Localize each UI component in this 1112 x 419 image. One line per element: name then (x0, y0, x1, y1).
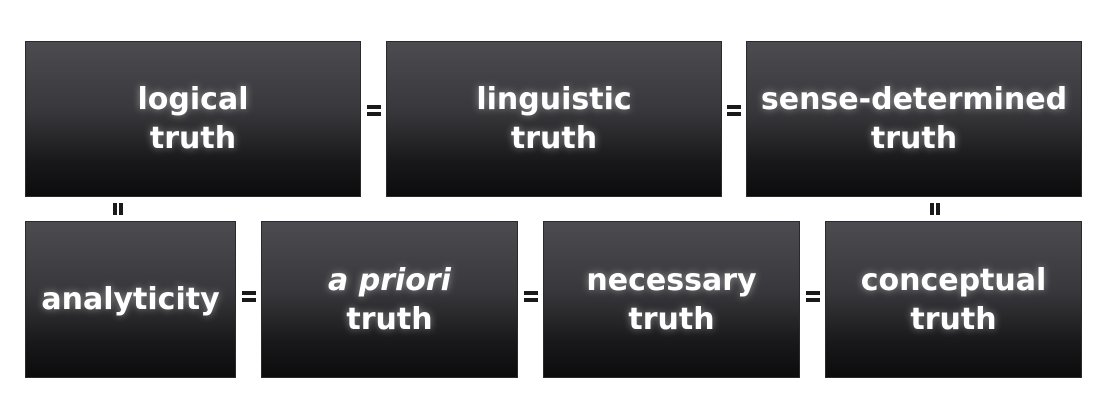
equals-connector (364, 103, 384, 117)
box-label-line2: truth (910, 301, 997, 337)
box-label-line2: truth (870, 121, 958, 156)
box-logical-truth: logical truth (25, 41, 361, 197)
box-label-line1: linguistic (476, 82, 632, 117)
box-conceptual-truth: conceptual truth (825, 221, 1082, 378)
box-label-line1: sense-determined (760, 82, 1068, 117)
box-label-line2: truth (628, 301, 715, 337)
vertical-equals-connector (111, 201, 125, 217)
box-label-line1: a priori (328, 262, 451, 298)
box-sense-determined-truth: sense-determined truth (746, 41, 1082, 197)
equals-connector (803, 289, 823, 303)
box-label-line1: logical (137, 82, 249, 117)
box-analyticity: analyticity (25, 221, 236, 378)
box-label-line1: conceptual (860, 262, 1047, 298)
box-linguistic-truth: linguistic truth (386, 41, 722, 197)
box-label-line2: truth (149, 121, 237, 156)
box-label-line1: necessary (586, 262, 757, 298)
equals-connector (724, 103, 744, 117)
equals-connector (521, 289, 541, 303)
equals-connector (239, 289, 259, 303)
box-label-line2: truth (510, 121, 598, 156)
vertical-equals-connector (928, 201, 942, 217)
box-necessary-truth: necessary truth (543, 221, 800, 378)
box-label-line1: analyticity (41, 282, 220, 317)
box-label-line2: truth (346, 301, 433, 337)
box-a-priori-truth: a priori truth (261, 221, 518, 378)
